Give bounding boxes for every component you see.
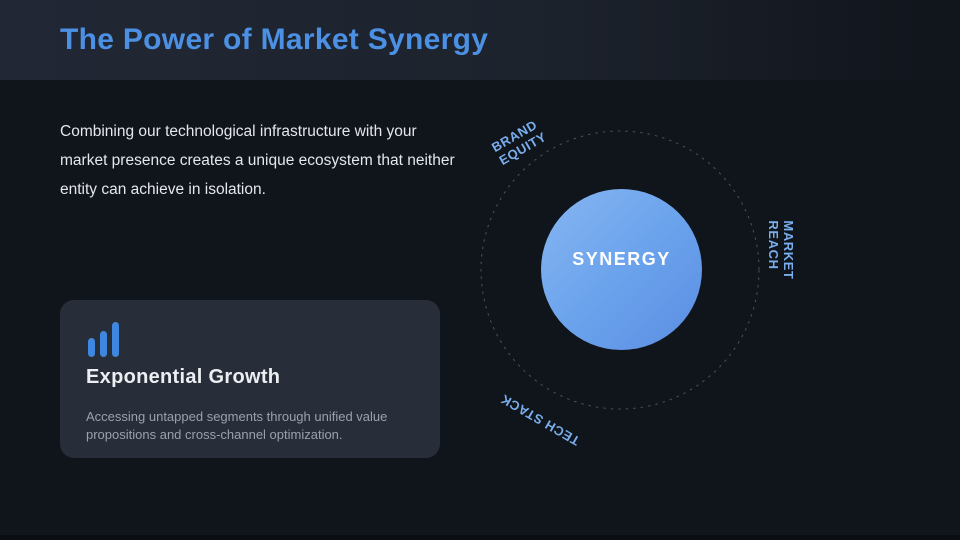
synergy-circle: SYNERGY [541,189,702,350]
orbit-label-tech-stack-line1: TECH STACK [497,391,583,449]
orbit-label-tech-stack: TECH STACK [498,391,582,448]
orbit-label-market-reach-line2: REACH [766,220,781,270]
orbit-label-market-reach-line1: MARKET [781,220,796,280]
orbit-label-brand-equity: BRAND EQUITY [489,116,549,168]
orbit-dashed-circle [480,130,760,410]
orbit-label-brand-equity-line1: BRAND [488,117,540,155]
orbit-label-market-reach: MARKET REACH [766,220,796,279]
slide-title: The Power of Market Synergy [60,23,489,56]
intro-paragraph: Combining our technological infrastructu… [60,123,455,198]
card-heading: Exponential Growth [86,366,281,388]
exponential-growth-card: Exponential Growth Accessing untapped se… [60,300,440,458]
card-description: Accessing untapped segments through unif… [86,409,388,442]
bar-chart-icon [88,322,122,357]
bar-chart-icon-bar-small [88,338,95,357]
slide-header: The Power of Market Synergy [0,0,960,80]
bottom-strip [0,535,960,540]
bar-chart-icon-bar-medium [100,331,107,357]
bar-chart-icon-bar-tall [112,322,119,357]
orbit-label-brand-equity-line2: EQUITY [496,129,550,168]
synergy-circle-label: SYNERGY [572,249,671,269]
